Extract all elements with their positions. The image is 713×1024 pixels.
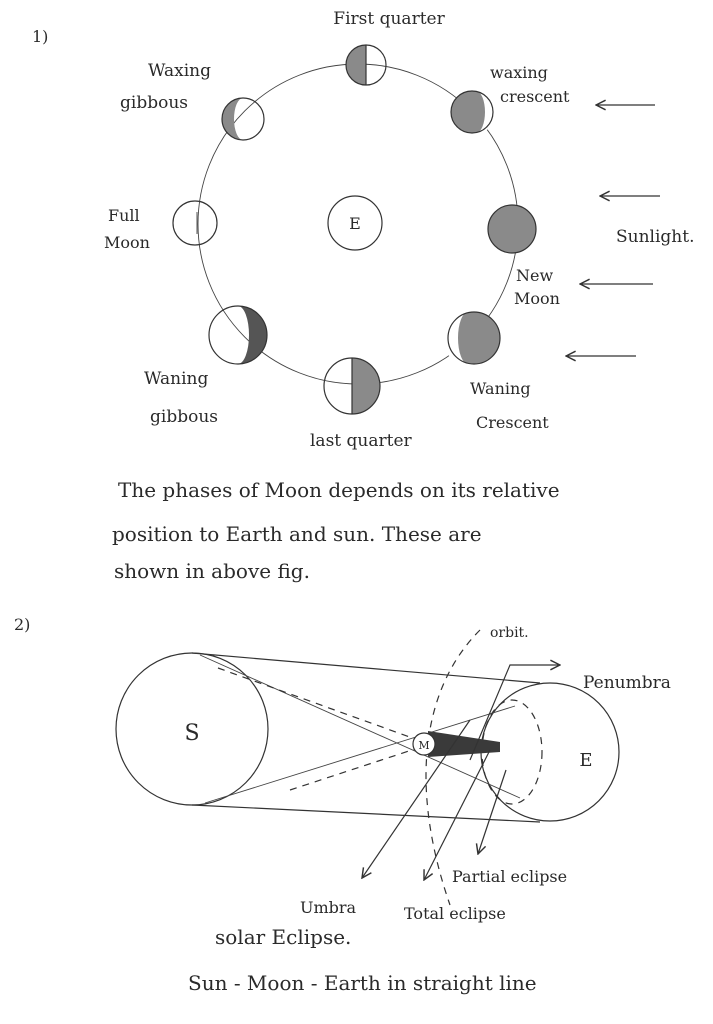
penumbra-ray — [204, 705, 516, 804]
caption-2-line-1: solar Eclipse. — [215, 925, 351, 949]
label-full-moon-1: Full — [108, 206, 140, 225]
moon-orbit-path — [425, 629, 481, 906]
penumbra-ray — [199, 654, 521, 799]
label-penumbra: Penumbra — [583, 673, 671, 693]
moon-waxing-crescent — [450, 90, 497, 134]
caption-1-line-1: The phases of Moon depends on its relati… — [118, 478, 560, 502]
moon-with-shadow: M — [412, 731, 500, 757]
total-eclipse-pointer — [424, 749, 491, 880]
label-new-moon-2: Moon — [514, 289, 560, 308]
outer-ray — [191, 804, 541, 823]
earth-center: E — [327, 195, 383, 251]
moon-last-quarter — [323, 357, 381, 415]
umbra-ray — [289, 747, 419, 791]
label-first-quarter: First quarter — [333, 9, 445, 29]
label-orbit: orbit. — [490, 625, 529, 641]
umbra-pointer — [362, 719, 471, 878]
sun-label: S — [184, 721, 199, 746]
earth-label: E — [349, 214, 361, 233]
caption-2-line-2: Sun - Moon - Earth in straight line — [188, 971, 537, 995]
penumbra-pointer — [469, 665, 560, 761]
sunlight-arrows — [566, 105, 660, 356]
label-waning-gibbous-2: gibbous — [150, 407, 218, 427]
outer-ray — [191, 652, 541, 684]
label-full-moon-2: Moon — [104, 233, 150, 252]
label-sunlight: Sunlight. — [616, 227, 694, 247]
label-waxing-crescent-1: waxing — [490, 63, 548, 82]
moon-full — [172, 200, 218, 246]
moon-waning-gibbous — [208, 305, 268, 365]
label-partial-eclipse: Partial eclipse — [452, 867, 567, 886]
partial-eclipse-pointer — [478, 769, 507, 854]
earth-label-fig2: E — [579, 750, 592, 771]
label-waxing-gibbous-2: gibbous — [120, 93, 188, 113]
label-umbra: Umbra — [300, 898, 357, 917]
figure-1-number: 1) — [32, 27, 48, 46]
label-waning-crescent-2: Crescent — [476, 413, 549, 432]
sun-circle: S — [115, 652, 269, 806]
umbra-ray — [217, 667, 419, 741]
label-total-eclipse: Total eclipse — [404, 904, 506, 923]
label-waning-crescent-1: Waning — [470, 379, 531, 398]
moon-label: M — [418, 739, 429, 752]
label-last-quarter: last quarter — [310, 431, 413, 451]
label-new-moon-1: New — [516, 266, 553, 285]
caption-1-line-3: shown in above fig. — [114, 559, 310, 583]
moon-waning-crescent — [442, 311, 501, 365]
label-waning-gibbous-1: Waning — [144, 369, 208, 389]
moon-first-quarter — [345, 44, 387, 86]
figure-2-number: 2) — [14, 615, 30, 634]
label-waxing-gibbous-1: Waxing — [148, 61, 211, 81]
moon-waxing-gibbous — [221, 97, 265, 141]
moon-new — [487, 204, 537, 254]
label-waxing-crescent-2: crescent — [500, 87, 570, 106]
caption-1-line-2: position to Earth and sun. These are — [112, 522, 482, 546]
earth-circle: E — [480, 682, 620, 822]
